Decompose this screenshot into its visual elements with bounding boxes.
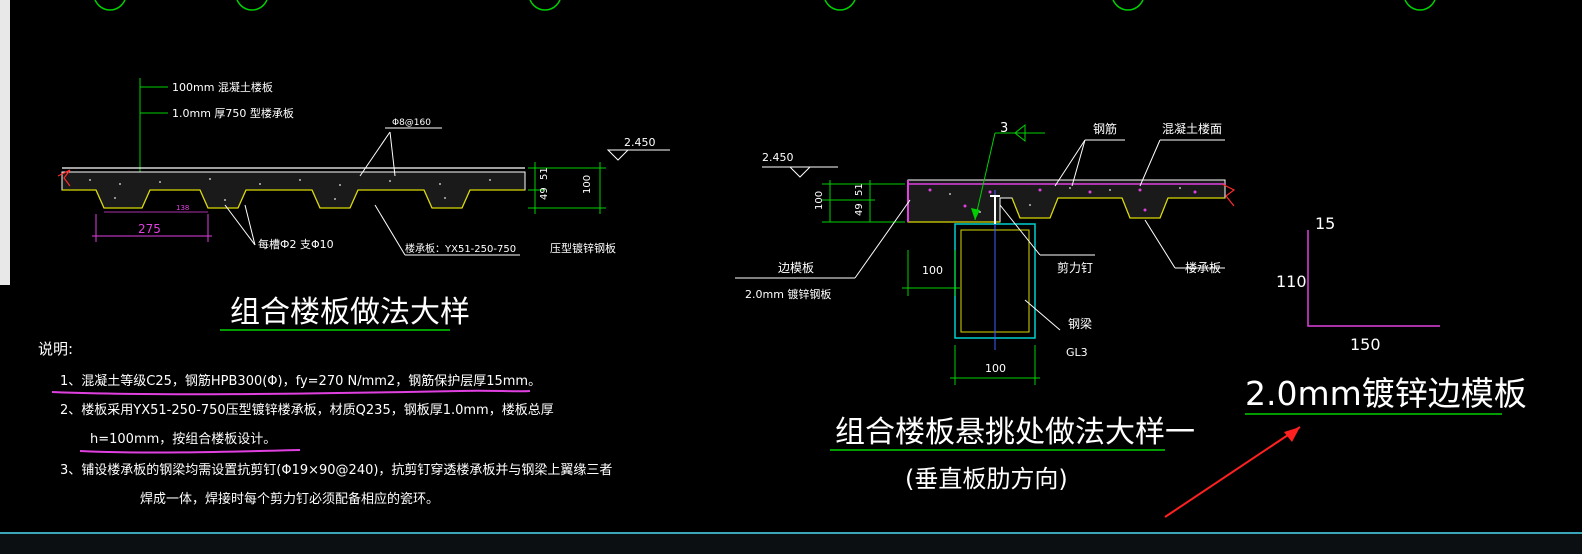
grid-axis-bubbles	[94, 0, 1436, 11]
note-line-1: 1、混凝土等级C25，钢筋HPB300(Φ)，fy=270 N/mm2，钢筋保护…	[60, 373, 541, 389]
beam-tag: GL3	[1066, 346, 1088, 359]
label-galvanized-plate: 压型镀锌钢板	[550, 241, 616, 255]
label-steel-beam: 钢梁	[1068, 316, 1092, 331]
elevation-label-2: 2.450	[762, 151, 794, 164]
detail-1-slab-section	[57, 78, 670, 331]
label-rebar-spacing: Φ8@160	[392, 118, 431, 128]
detail-3-edge-form	[1164, 230, 1502, 518]
label-concrete-floor: 混凝土楼面	[1162, 121, 1222, 136]
note-line-3: h=100mm，按组合楼板设计。	[90, 432, 276, 447]
label-deck-model: 楼承板：YX51-250-750	[405, 242, 516, 255]
dim-15: 15	[1315, 214, 1335, 233]
label-concrete-slab: 100mm 混凝土楼板	[172, 80, 273, 94]
dim-left-100: 100	[922, 264, 943, 277]
detail-2-subtitle: (垂直板肋方向)	[905, 465, 1068, 493]
dim-275: 275	[138, 222, 161, 236]
label-rebar-2: 钢筋	[1093, 121, 1117, 136]
weld-mark-label: 3	[1000, 121, 1008, 136]
notes-block: 说明: 1、混凝土等级C25，钢筋HPB300(Φ)，fy=270 N/mm2，…	[38, 340, 612, 507]
dim-49-2: 49	[854, 203, 865, 216]
note-line-4: 3、铺设楼承板的钢梁均需设置抗剪钉(Φ19×90@240)，抗剪钉穿透楼承板并与…	[60, 462, 612, 478]
detail-2-title: 组合楼板悬挑处做法大样一	[835, 415, 1195, 450]
label-shear-stud: 剪力钉	[1057, 260, 1093, 275]
dim-150: 150	[1350, 335, 1381, 354]
label-deck-2: 楼承板	[1185, 260, 1221, 275]
label-rib-rebar: 每槽Ф2 支Φ10	[258, 237, 334, 251]
elevation-label: 2.450	[624, 136, 656, 149]
dim-100: 100	[582, 175, 593, 194]
dim-110: 110	[1276, 272, 1307, 291]
label-edge-form: 边模板	[778, 261, 814, 275]
dim-51: 51	[539, 167, 550, 180]
detail-3-title: 2.0mm镀锌边模板	[1245, 374, 1527, 413]
dim-51-2: 51	[854, 183, 865, 196]
detail-1-title: 组合楼板做法大样	[230, 295, 470, 330]
note-line-2: 2、楼板采用YX51-250-750压型镀锌楼承板，材质Q235，钢板厚1.0m…	[60, 402, 554, 418]
left-panel-edge	[0, 0, 10, 285]
dim-49: 49	[539, 187, 550, 200]
dim-138: 138	[176, 204, 189, 212]
note-line-5: 焊成一体，焊接时每个剪力钉必须配备相应的瓷环。	[140, 491, 439, 507]
command-bar[interactable]	[0, 532, 1582, 554]
notes-heading: 说明:	[38, 340, 73, 358]
dim-bottom-100: 100	[985, 362, 1006, 375]
dim-100-2: 100	[814, 191, 825, 210]
label-edge-form-spec: 2.0mm 镀锌钢板	[745, 287, 831, 301]
label-deck-plate: 1.0mm 厚750 型楼承板	[172, 106, 294, 120]
detail-2-cantilever-section	[735, 123, 1236, 451]
